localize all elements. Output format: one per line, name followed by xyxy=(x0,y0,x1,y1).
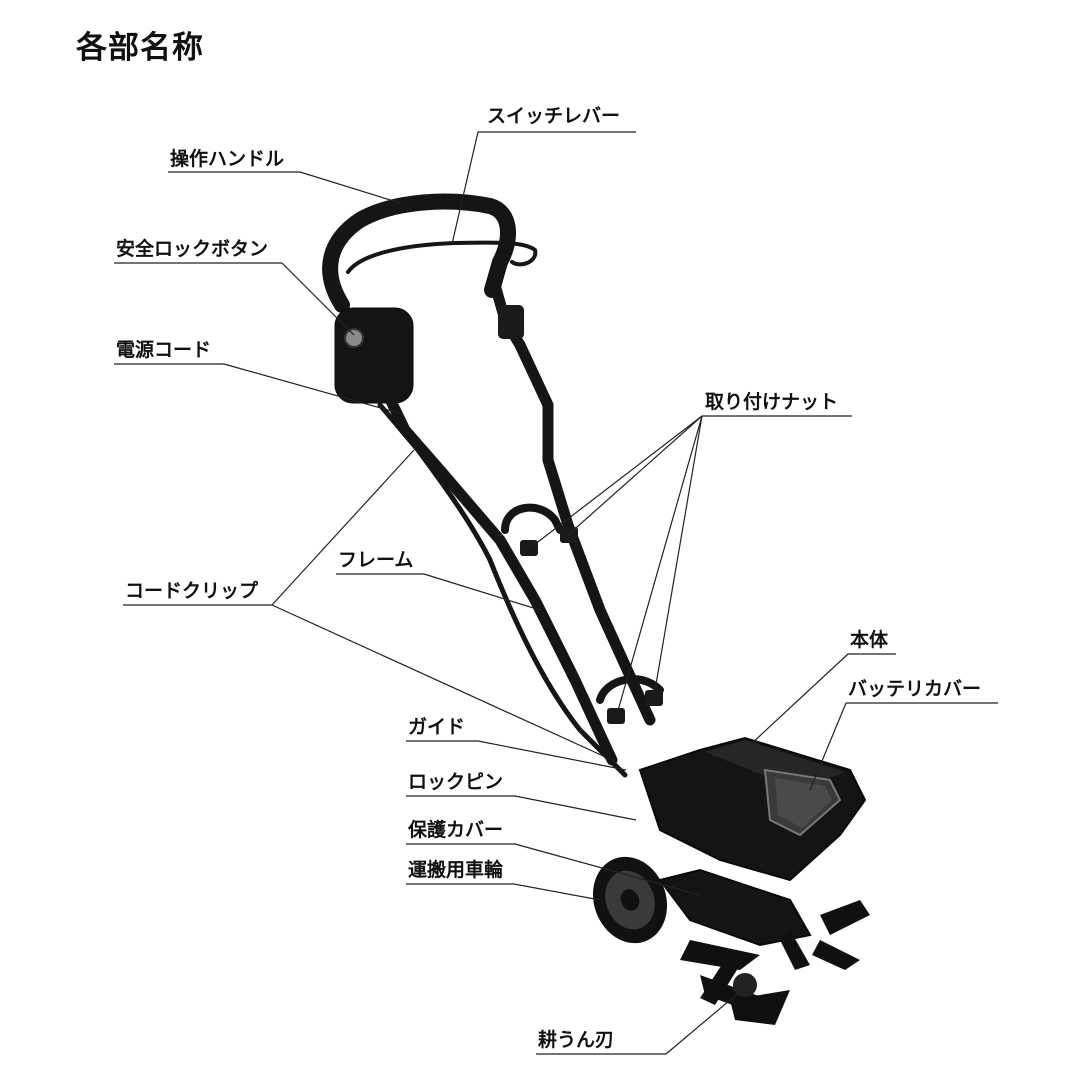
svg-text:操作ハンドル: 操作ハンドル xyxy=(170,147,284,170)
nut-2 xyxy=(560,527,578,543)
svg-text:ガイド: ガイド xyxy=(408,716,465,738)
svg-text:運搬用車輪: 運搬用車輪 xyxy=(408,858,504,881)
label-mounting-nut: 取り付けナット xyxy=(529,390,852,715)
label-frame: フレーム xyxy=(336,549,541,611)
svg-text:耕うん刃: 耕うん刃 xyxy=(538,1028,614,1051)
label-cord-clip: コードクリップ xyxy=(123,449,613,761)
lower-brace xyxy=(596,675,664,704)
nut-4 xyxy=(645,690,663,706)
svg-text:本体: 本体 xyxy=(850,628,889,651)
safety-lock-button-shape xyxy=(344,328,364,348)
label-guide: ガイド xyxy=(406,716,627,771)
svg-text:取り付けナット: 取り付けナット xyxy=(705,390,838,413)
label-handle: 操作ハンドル xyxy=(168,147,401,204)
label-power-cord: 電源コード xyxy=(114,338,403,415)
label-transport-wheel: 運搬用車輪 xyxy=(406,858,601,901)
power-cord-shape xyxy=(377,402,628,778)
page-title: 各部名称 xyxy=(76,30,204,66)
svg-text:コードクリップ: コードクリップ xyxy=(125,579,259,602)
control-box xyxy=(334,307,414,404)
tines-shape xyxy=(680,900,870,1025)
nut-1 xyxy=(520,540,538,556)
upper-brace xyxy=(501,503,564,534)
label-safety-lock-button: 安全ロックボタン xyxy=(114,237,355,336)
handle-grip xyxy=(322,193,517,313)
label-lock-pin: ロックピン xyxy=(406,771,637,821)
tiller-illustration xyxy=(322,193,870,1025)
right-handle-tube xyxy=(489,279,656,726)
label-tiller-blade: 耕うん刃 xyxy=(536,989,743,1055)
label-protective-cover: 保護カバー xyxy=(406,818,701,896)
protective-cover-shape xyxy=(658,868,812,947)
label-battery-cover: バッテリカバー xyxy=(809,678,998,791)
label-switch-lever: スイッチレバー xyxy=(451,105,636,245)
svg-text:バッテリカバー: バッテリカバー xyxy=(848,678,981,700)
label-main-body: 本体 xyxy=(749,628,896,746)
svg-text:保護カバー: 保護カバー xyxy=(407,818,503,841)
svg-text:スイッチレバー: スイッチレバー xyxy=(487,105,620,127)
nut-3 xyxy=(607,708,625,724)
svg-text:ロックピン: ロックピン xyxy=(408,771,503,793)
handle-connector xyxy=(498,305,524,339)
switch-lever xyxy=(346,240,538,274)
svg-text:フレーム: フレーム xyxy=(338,549,413,571)
svg-text:電源コード: 電源コード xyxy=(116,338,211,361)
left-handle-tube xyxy=(382,389,618,766)
svg-text:安全ロックボタン: 安全ロックボタン xyxy=(116,237,268,260)
